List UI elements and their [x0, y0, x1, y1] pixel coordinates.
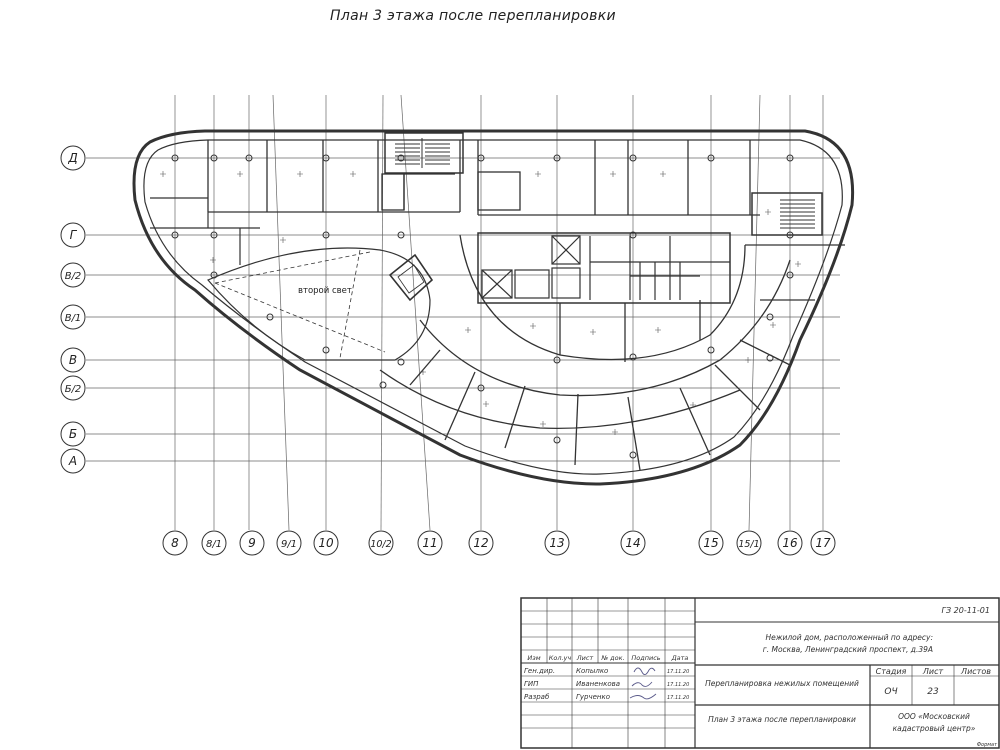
sheet-header: Лист [922, 667, 944, 676]
void-label: второй свет [298, 286, 352, 296]
sheet-number: 23 [927, 687, 939, 697]
stair-right [751, 192, 823, 236]
col-header: Подпись [631, 654, 660, 662]
column-axis-label: 9/1 [281, 539, 297, 550]
title-block [520, 597, 1000, 749]
elevator-core [477, 232, 731, 304]
row-axis-lines [86, 157, 840, 462]
signatures [629, 667, 657, 700]
column-axis-label: 9 [248, 536, 256, 550]
col-header: Лист [576, 654, 594, 662]
person-date: 17.11.20 [667, 682, 689, 688]
person-date: 17.11.20 [667, 669, 689, 675]
column-axis-label: 16 [782, 536, 798, 550]
building-outline [132, 129, 855, 486]
col-header: Дата [671, 654, 689, 662]
left-rooms [150, 197, 260, 265]
org-line-1: ООО «Московский [898, 712, 970, 721]
address-line-1: Нежилой дом, расположенный по адресу: [765, 633, 933, 642]
row-axis-label: Б/2 [65, 384, 82, 395]
stage-value: ОЧ [884, 687, 897, 697]
person-role: Ген.дир. [524, 667, 555, 675]
column-axis-label: 14 [625, 536, 640, 550]
column-axis-label: 8 [171, 536, 179, 550]
row-axis-label: Д [67, 151, 77, 165]
person-role: ГИП [524, 680, 539, 688]
column-axis-label: 12 [473, 536, 488, 550]
format-label: Формат [977, 742, 998, 748]
doc-code: ГЗ 20-11-01 [942, 606, 990, 615]
room-tags [160, 171, 801, 435]
row-axis-label: Г [70, 228, 78, 242]
column-axis-label: 15 [703, 536, 718, 550]
row-axis-label: В/1 [65, 313, 82, 324]
column-axis-label: 8/1 [206, 539, 222, 550]
column-axis-bubbles [162, 530, 836, 556]
curved-corridor [379, 234, 791, 429]
person-name: Иваненкова [576, 680, 620, 688]
person-date: 17.11.20 [667, 695, 689, 701]
col-header: Кол.уч [549, 654, 572, 662]
row-axis-label: В/2 [65, 271, 82, 282]
person-name: Копылко [576, 667, 608, 675]
row-axis-label: Б [69, 427, 77, 441]
row-axis-label: А [68, 454, 77, 468]
column-axis-lines [174, 94, 824, 531]
col-header: № док. [600, 654, 624, 662]
column-axis-label: 11 [422, 536, 437, 550]
top-rooms [207, 140, 760, 216]
work-title: Перепланировка нежилых помещений [705, 679, 859, 688]
structural-columns [171, 154, 794, 459]
column-axis-label: 15/1 [738, 539, 759, 550]
column-axis-label: 17 [815, 536, 831, 550]
sheets-header: Листов [960, 667, 991, 676]
person-role: Разраб [524, 693, 550, 701]
stage-header: Стадия [876, 667, 907, 676]
person-name: Гурченко [576, 693, 610, 701]
org-line-2: кадастровый центр» [893, 724, 976, 733]
column-axis-label: 10 [318, 536, 334, 550]
column-axis-label: 10/2 [370, 539, 391, 550]
lower-rooms [409, 244, 845, 471]
col-header: Изм [527, 654, 540, 662]
row-axis-bubbles [60, 145, 86, 474]
row-axis-label: В [69, 353, 77, 367]
sheet-title: План 3 этажа после перепланировки [708, 715, 856, 724]
void-area [207, 247, 434, 361]
stair-top [384, 132, 464, 174]
plan-title: План 3 этажа после перепланировки [330, 8, 616, 24]
address-line-2: г. Москва, Ленинградский проспект, д.39А [763, 645, 933, 654]
column-axis-label: 13 [549, 536, 564, 550]
